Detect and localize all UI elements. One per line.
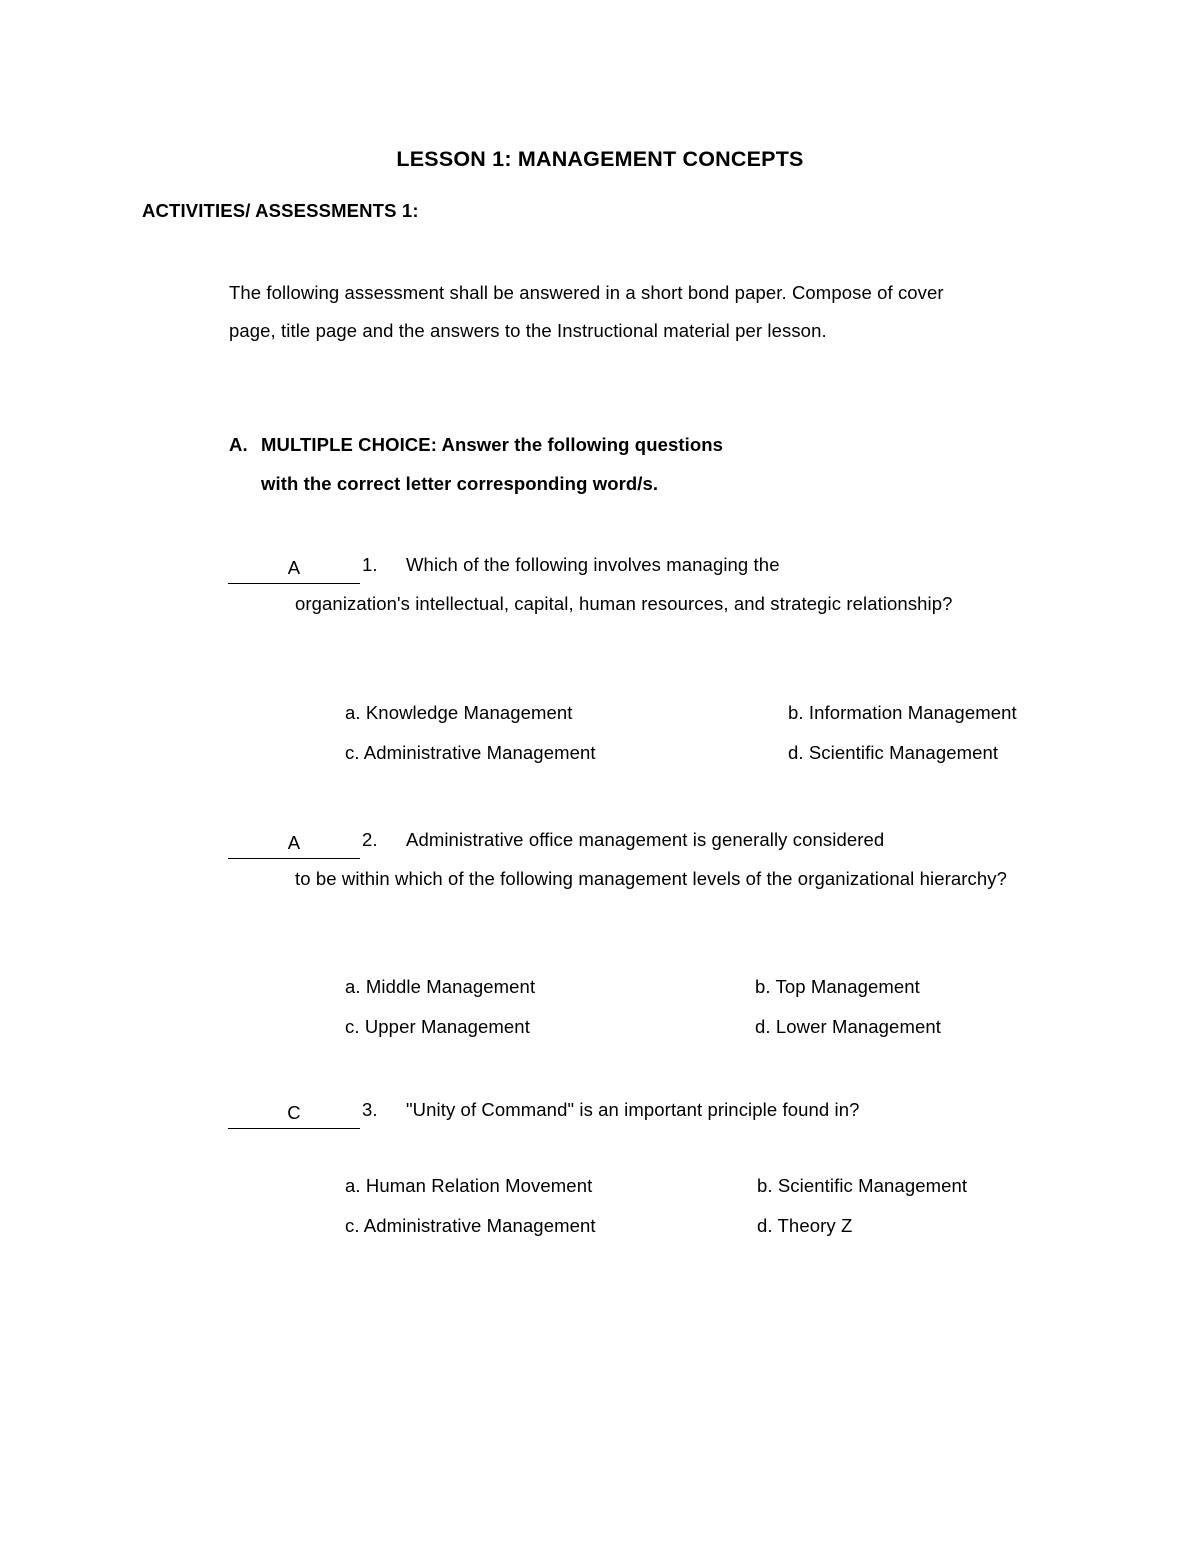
- question-3-option-d[interactable]: d. Theory Z: [757, 1215, 853, 1236]
- question-1-option-d[interactable]: d. Scientific Management: [788, 742, 999, 763]
- option-row: c. Upper Management d. Lower Management: [345, 1007, 1085, 1047]
- question-3-option-c[interactable]: c. Administrative Management: [345, 1215, 596, 1236]
- question-2-number: 2.: [362, 829, 378, 850]
- option-row: a. Human Relation Movement b. Scientific…: [345, 1166, 1085, 1206]
- question-1-text-line1: Which of the following involves managing…: [406, 554, 780, 575]
- option-row: c. Administrative Management d. Theory Z: [345, 1206, 1085, 1246]
- question-3-options: a. Human Relation Movement b. Scientific…: [345, 1166, 1085, 1246]
- question-3-number: 3.: [362, 1099, 378, 1120]
- question-3-text-line1: "Unity of Command" is an important princ…: [406, 1099, 860, 1120]
- section-heading: ACTIVITIES/ ASSESSMENTS 1:: [142, 200, 419, 221]
- question-3-option-a[interactable]: a. Human Relation Movement: [345, 1175, 593, 1196]
- part-a-heading: A. MULTIPLE CHOICE: Answer the following …: [229, 425, 1029, 503]
- question-2-options: a. Middle Management b. Top Management c…: [345, 967, 1085, 1047]
- question-3-answer-blank[interactable]: C: [228, 1098, 360, 1129]
- option-row: c. Administrative Management d. Scientif…: [345, 733, 1085, 773]
- question-3-option-b[interactable]: b. Scientific Management: [757, 1175, 968, 1196]
- question-1-option-c[interactable]: c. Administrative Management: [345, 742, 596, 763]
- question-1-option-b[interactable]: b. Information Management: [788, 702, 1017, 723]
- question-1-number: 1.: [362, 554, 378, 575]
- question-2-option-a[interactable]: a. Middle Management: [345, 976, 536, 997]
- question-1-text-rest: organization's intellectual, capital, hu…: [295, 593, 953, 614]
- part-a-line2: with the correct letter corresponding wo…: [261, 473, 659, 494]
- option-row: a. Knowledge Management b. Information M…: [345, 693, 1085, 733]
- question-1-options: a. Knowledge Management b. Information M…: [345, 693, 1085, 773]
- option-row: a. Middle Management b. Top Management: [345, 967, 1085, 1007]
- question-2-option-d[interactable]: d. Lower Management: [755, 1016, 941, 1037]
- part-a-line1: MULTIPLE CHOICE: Answer the following qu…: [261, 434, 724, 455]
- part-a-letter: A.: [229, 434, 248, 455]
- question-2-option-b[interactable]: b. Top Management: [755, 976, 920, 997]
- page-title: LESSON 1: MANAGEMENT CONCEPTS: [396, 147, 804, 171]
- intro-paragraph: The following assessment shall be answer…: [229, 282, 944, 341]
- question-2-option-c[interactable]: c. Upper Management: [345, 1016, 530, 1037]
- question-1-answer-blank[interactable]: A: [228, 553, 360, 584]
- question-2-text-line1: Administrative office management is gene…: [406, 829, 885, 850]
- question-2-answer-blank[interactable]: A: [228, 828, 360, 859]
- question-1-option-a[interactable]: a. Knowledge Management: [345, 702, 573, 723]
- question-2-text-rest: to be within which of the following mana…: [295, 868, 1008, 889]
